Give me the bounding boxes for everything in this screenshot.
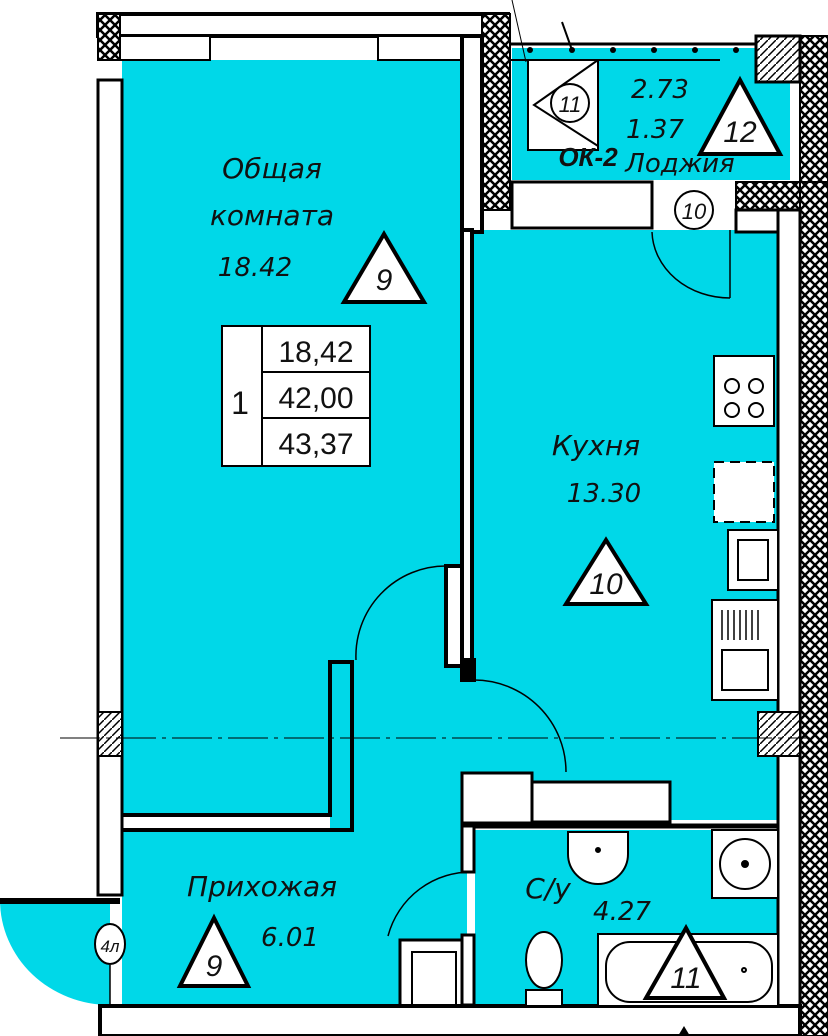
living-area-value: 18,42 <box>278 336 353 369</box>
washbasin-icon <box>567 831 629 885</box>
loggia-area-reduced: 1.37 <box>626 115 684 145</box>
kitchen-marker: 10 <box>589 568 623 601</box>
total-with-loggia-value: 43,37 <box>278 428 353 461</box>
hallway-area-label: 6.01 <box>261 923 319 953</box>
entrance-door-swing[interactable] <box>0 900 110 1005</box>
bathroom-name: С/у <box>525 872 571 905</box>
living-name-1: Общая <box>222 152 322 185</box>
bathroom-area-label: 4.27 <box>593 897 651 927</box>
passage-area <box>330 662 475 832</box>
door-marker-label: 10 <box>682 199 707 224</box>
kitchen-name: Кухня <box>552 429 640 462</box>
rooms-count: 1 <box>231 385 249 421</box>
doors[interactable] <box>355 230 731 937</box>
washing-machine-icon <box>711 829 779 899</box>
living-name-2: комната <box>210 199 334 232</box>
toilet-icon <box>525 931 563 1007</box>
room-markers <box>176 75 784 1000</box>
loggia-area-full: 2.73 <box>631 75 689 105</box>
total-area-value: 42,00 <box>278 382 353 415</box>
stove-icon <box>713 355 775 427</box>
hallway-name: Прихожая <box>187 870 337 903</box>
kitchen-sink-icon <box>711 599 779 701</box>
entrance-marker-label: 4л <box>100 937 119 956</box>
loggia-name: Лоджия <box>624 149 734 179</box>
living-marker: 9 <box>376 264 393 297</box>
loggia-circle-label: 11 <box>559 92 582 117</box>
entrance-marker-circle <box>94 923 126 965</box>
kitchen-area[interactable] <box>472 230 778 820</box>
hallway-marker: 9 <box>206 950 223 983</box>
loggia-marker: 12 <box>723 116 757 149</box>
loggia-circle-marker <box>550 83 590 123</box>
living-area: 18.42 <box>218 253 292 283</box>
area-summary-table <box>221 325 371 467</box>
door-marker-circle <box>674 190 714 230</box>
window-mark: ОК-2 <box>558 142 618 172</box>
bathroom-marker: 11 <box>670 962 701 995</box>
kitchen-area: 13.30 <box>567 479 641 509</box>
fridge-icon <box>713 461 775 523</box>
fixtures <box>525 59 779 1007</box>
